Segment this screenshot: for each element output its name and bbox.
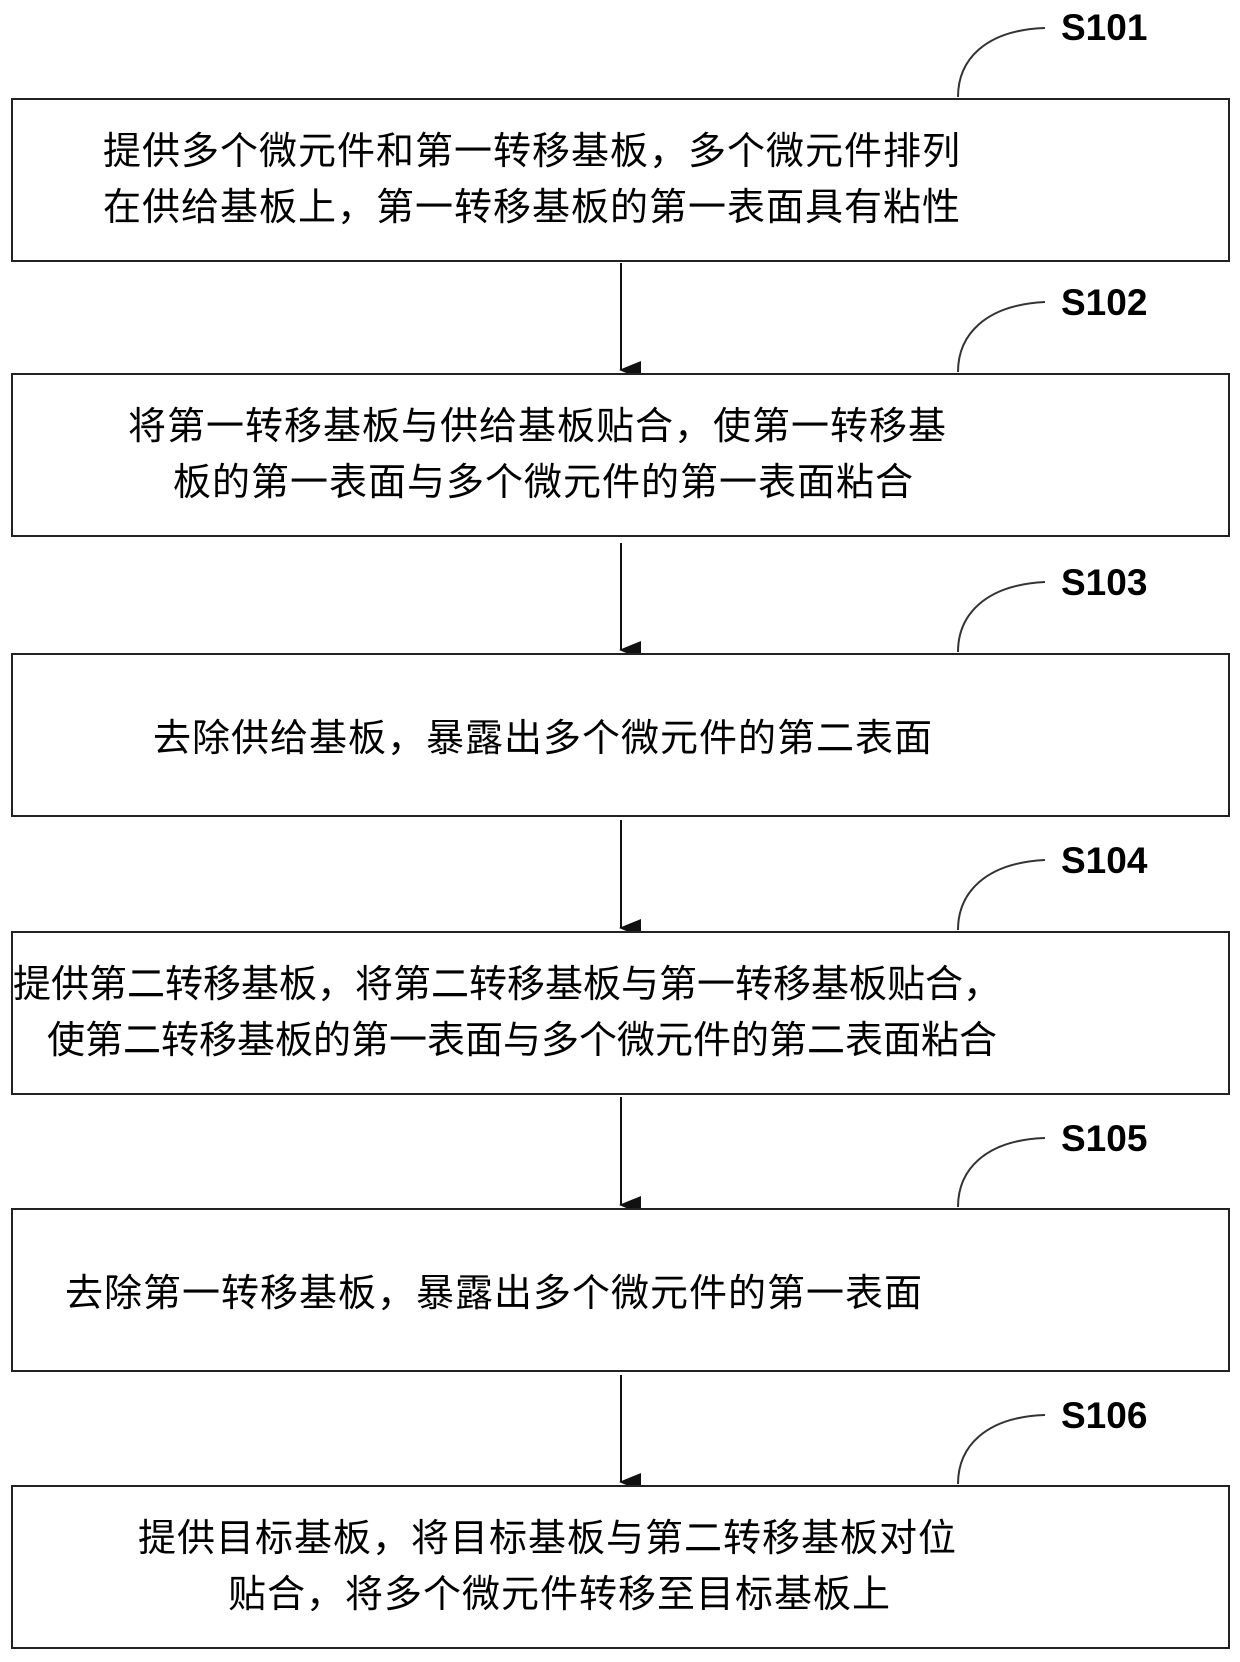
step-box-s102: 将第一转移基板与供给基板贴合，使第一转移基 板的第一表面与多个微元件的第一表面粘… xyxy=(11,373,1230,537)
leader-curve-s105 xyxy=(958,1138,1045,1207)
step-text-s105-line1: 去除第一转移基板，暴露出多个微元件的第一表面 xyxy=(65,1258,923,1328)
step-text-s101-line2: 在供给基板上，第一转移基板的第一表面具有粘性 xyxy=(103,172,961,242)
leader-curve-s106 xyxy=(958,1415,1045,1484)
step-box-s103: 去除供给基板，暴露出多个微元件的第二表面 xyxy=(11,653,1230,817)
step-label-s103: S103 xyxy=(1061,563,1147,603)
leader-curve-s104 xyxy=(958,860,1045,930)
step-box-s101: 提供多个微元件和第一转移基板，多个微元件排列 在供给基板上，第一转移基板的第一表… xyxy=(11,98,1230,262)
step-text-s104-line2: 使第二转移基板的第一表面与多个微元件的第二表面粘合 xyxy=(47,1005,997,1075)
step-label-s105: S105 xyxy=(1061,1119,1147,1159)
leader-curve-s101 xyxy=(958,28,1045,97)
step-text-s102-line2: 板的第一表面与多个微元件的第一表面粘合 xyxy=(173,447,914,517)
step-label-s104: S104 xyxy=(1061,841,1147,881)
step-box-s105: 去除第一转移基板，暴露出多个微元件的第一表面 xyxy=(11,1208,1230,1372)
step-label-s102: S102 xyxy=(1061,283,1147,323)
step-text-s103-line1: 去除供给基板，暴露出多个微元件的第二表面 xyxy=(153,703,933,773)
step-label-s106: S106 xyxy=(1061,1396,1147,1436)
step-box-s104: 提供第二转移基板，将第二转移基板与第一转移基板贴合， 使第二转移基板的第一表面与… xyxy=(11,931,1230,1095)
step-box-s106: 提供目标基板，将目标基板与第二转移基板对位 贴合，将多个微元件转移至目标基板上 xyxy=(11,1485,1230,1649)
step-label-s101: S101 xyxy=(1061,8,1147,48)
step-text-s106-line2: 贴合，将多个微元件转移至目标基板上 xyxy=(228,1559,891,1629)
leader-curve-s102 xyxy=(958,302,1045,372)
leader-curve-s103 xyxy=(958,582,1045,652)
